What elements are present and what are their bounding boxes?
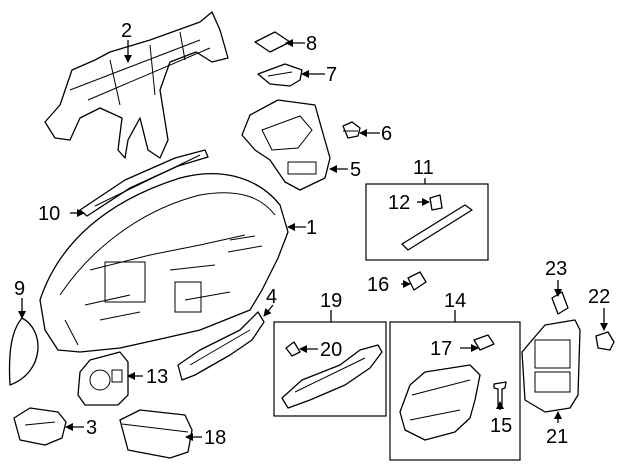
callout-13: 13 <box>146 366 168 388</box>
callout-12: 12 <box>388 192 410 214</box>
callout-7: 7 <box>326 64 337 86</box>
panel-clip-part[interactable] <box>285 341 301 357</box>
part-11-group-box <box>365 183 489 261</box>
part-19-group-box <box>273 321 387 417</box>
retainer-clip-part[interactable] <box>407 271 427 291</box>
callout-18: 18 <box>204 427 226 449</box>
leader-lines <box>18 39 608 441</box>
callout-8: 8 <box>306 33 317 55</box>
bracket-part[interactable] <box>257 63 303 87</box>
glove-box-part[interactable] <box>399 364 481 441</box>
end-cap-part[interactable] <box>8 317 39 386</box>
panel-screw-part[interactable] <box>595 331 615 351</box>
callout-3: 3 <box>86 417 97 439</box>
cross-car-beam-part[interactable] <box>44 11 229 159</box>
bolt-part[interactable] <box>342 121 361 139</box>
switch-bezel-part[interactable] <box>77 351 129 406</box>
callout-5: 5 <box>350 159 361 181</box>
callout-17: 17 <box>430 338 452 360</box>
glove-box-panel-part[interactable] <box>281 344 383 409</box>
screw-part[interactable] <box>493 381 507 406</box>
callout-numbers: 1 2 3 4 5 6 7 8 9 10 11 12 13 14 15 16 1… <box>14 20 610 449</box>
callout-23: 23 <box>545 258 567 280</box>
callout-11: 11 <box>413 157 434 179</box>
callout-15: 15 <box>490 415 512 437</box>
small-cap-part[interactable] <box>551 291 569 315</box>
pad-part[interactable] <box>254 31 291 53</box>
callout-14: 14 <box>444 290 466 312</box>
instrument-panel-part[interactable] <box>39 173 289 353</box>
defroster-grille-part[interactable] <box>79 149 209 217</box>
callout-4: 4 <box>266 286 277 308</box>
callout-19: 19 <box>320 290 342 312</box>
tray-part[interactable] <box>119 409 193 459</box>
callout-9: 9 <box>14 278 25 300</box>
vent-panel-part[interactable] <box>521 319 581 413</box>
center-console-bezel-part[interactable] <box>241 99 331 191</box>
callout-2: 2 <box>121 20 132 42</box>
clip-part[interactable] <box>429 194 443 211</box>
callout-20: 20 <box>320 339 342 361</box>
callout-22: 22 <box>588 286 610 308</box>
knee-bolster-part[interactable] <box>177 311 265 381</box>
lower-bracket-part[interactable] <box>13 407 67 446</box>
callout-10: 10 <box>38 203 60 225</box>
trim-strip-part[interactable] <box>401 204 473 251</box>
callout-6: 6 <box>381 123 392 145</box>
callout-1: 1 <box>306 217 317 239</box>
callout-21: 21 <box>546 426 568 448</box>
callout-16: 16 <box>367 274 389 296</box>
